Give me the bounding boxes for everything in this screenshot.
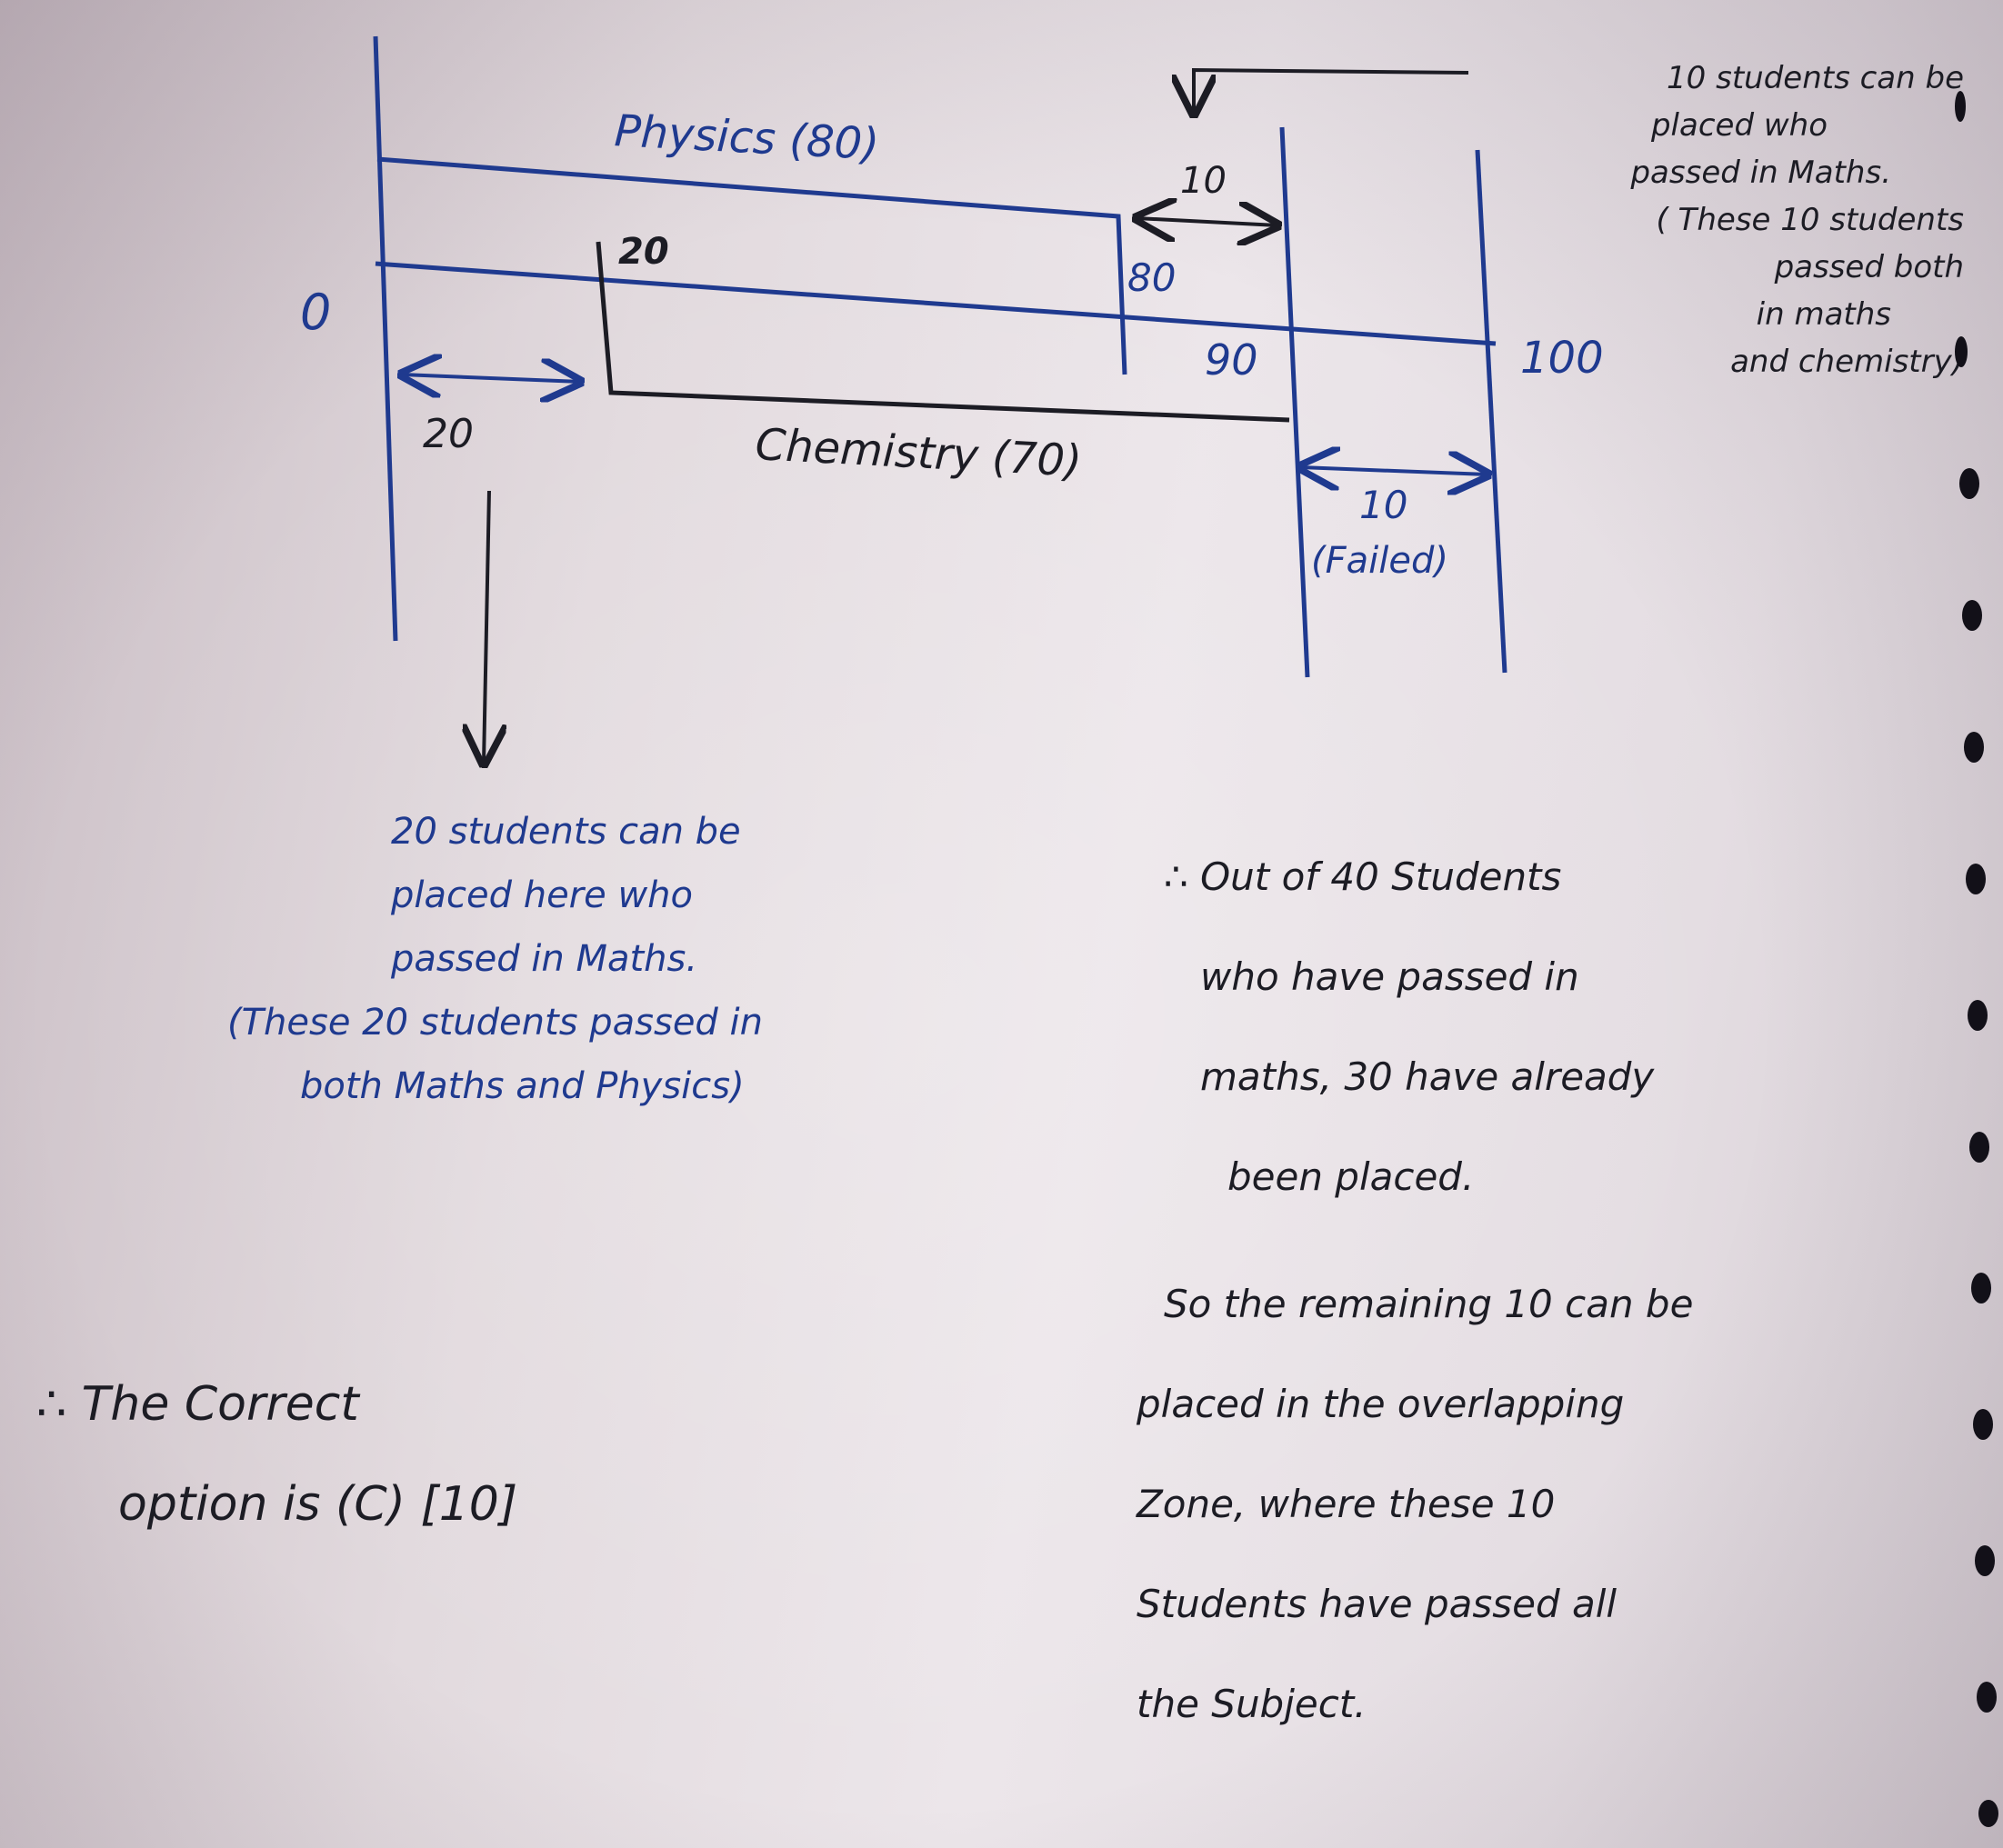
note-line: the Subject. <box>1137 1682 1367 1726</box>
vertical-line-100 <box>1475 149 1507 674</box>
arrow-gap-right <box>1300 467 1487 474</box>
note-line: who have passed in <box>1200 954 1579 999</box>
note-line: maths, 30 have already <box>1200 1054 1655 1099</box>
note-line: ∴ Out of 40 Students <box>1164 854 1562 899</box>
note-line: 10 students can be <box>1667 60 1964 96</box>
physics-label: Physics (80) <box>613 105 880 170</box>
note-line: placed here who <box>391 874 693 916</box>
chemistry-bracket <box>596 241 1290 423</box>
note-line: 20 students can be <box>391 811 741 853</box>
vertical-line-90 <box>1279 126 1310 678</box>
note-line: been placed. <box>1227 1154 1475 1199</box>
binding-hole <box>1977 1682 1997 1713</box>
note-line: Students have passed all <box>1137 1582 1617 1626</box>
binding-hole <box>1959 468 1979 499</box>
note-line: placed in the overlapping <box>1137 1382 1625 1426</box>
binding-hole <box>1968 1000 1988 1031</box>
binding-hole <box>1978 1800 1998 1827</box>
gap-left-label: 20 <box>423 411 474 457</box>
origin-label: 0 <box>300 284 331 341</box>
note-line: both Maths and Physics) <box>300 1065 745 1107</box>
note-right-explanation: ∴ Out of 40 Students who have passed in … <box>1137 827 1694 1754</box>
binding-hole <box>1955 91 1966 122</box>
note-line: (These 20 students passed in <box>227 1002 764 1044</box>
note-line: ∴ The Correct <box>36 1377 359 1432</box>
note-line: ( These 10 students <box>1656 202 1964 238</box>
binding-hole <box>1966 864 1986 894</box>
note-line: Zone, where these 10 <box>1137 1482 1556 1526</box>
mark-20-top: 20 <box>618 231 669 273</box>
note-line: passed both <box>1774 249 1964 285</box>
binding-hole <box>1973 1409 1993 1440</box>
note-top-right: 10 students can be placed who passed in … <box>1491 55 1964 385</box>
mark-90: 90 <box>1205 335 1258 385</box>
binding-hole <box>1964 732 1984 763</box>
note-line: in maths <box>1756 296 1891 333</box>
note-conclusion: ∴ The Correct option is (C) [10] <box>36 1354 517 1554</box>
physics-bracket <box>376 156 1127 375</box>
binding-hole <box>1955 336 1968 367</box>
main-horizontal-line <box>375 261 1497 346</box>
arrow-gap-top <box>1137 218 1277 225</box>
gap-top-label: 10 <box>1180 160 1227 202</box>
mark-100: 100 <box>1520 333 1604 384</box>
note-line: So the remaining 10 can be <box>1164 1282 1694 1326</box>
left-vertical-line <box>373 35 398 642</box>
note-line: passed in Maths. <box>391 938 698 980</box>
binding-hole <box>1971 1273 1991 1304</box>
note-line: passed in Maths. <box>1630 155 1891 191</box>
note-line: and chemistry) <box>1730 344 1964 380</box>
binding-hole <box>1962 600 1982 631</box>
mark-80: 80 <box>1127 255 1176 300</box>
gap-right-label: 10 <box>1359 483 1407 527</box>
chemistry-label: Chemistry (70) <box>754 419 1083 487</box>
arrow-gap-left <box>402 375 580 382</box>
arrow-top-right <box>1194 67 1469 114</box>
note-line: option is (C) [10] <box>118 1477 518 1532</box>
arrow-down-left <box>484 490 489 764</box>
failed-label: (Failed) <box>1311 540 1448 582</box>
binding-hole <box>1975 1545 1995 1576</box>
binding-hole <box>1969 1132 1989 1163</box>
note-line: placed who <box>1650 107 1828 144</box>
note-left-explanation: 20 students can be placed here who passe… <box>227 800 763 1118</box>
